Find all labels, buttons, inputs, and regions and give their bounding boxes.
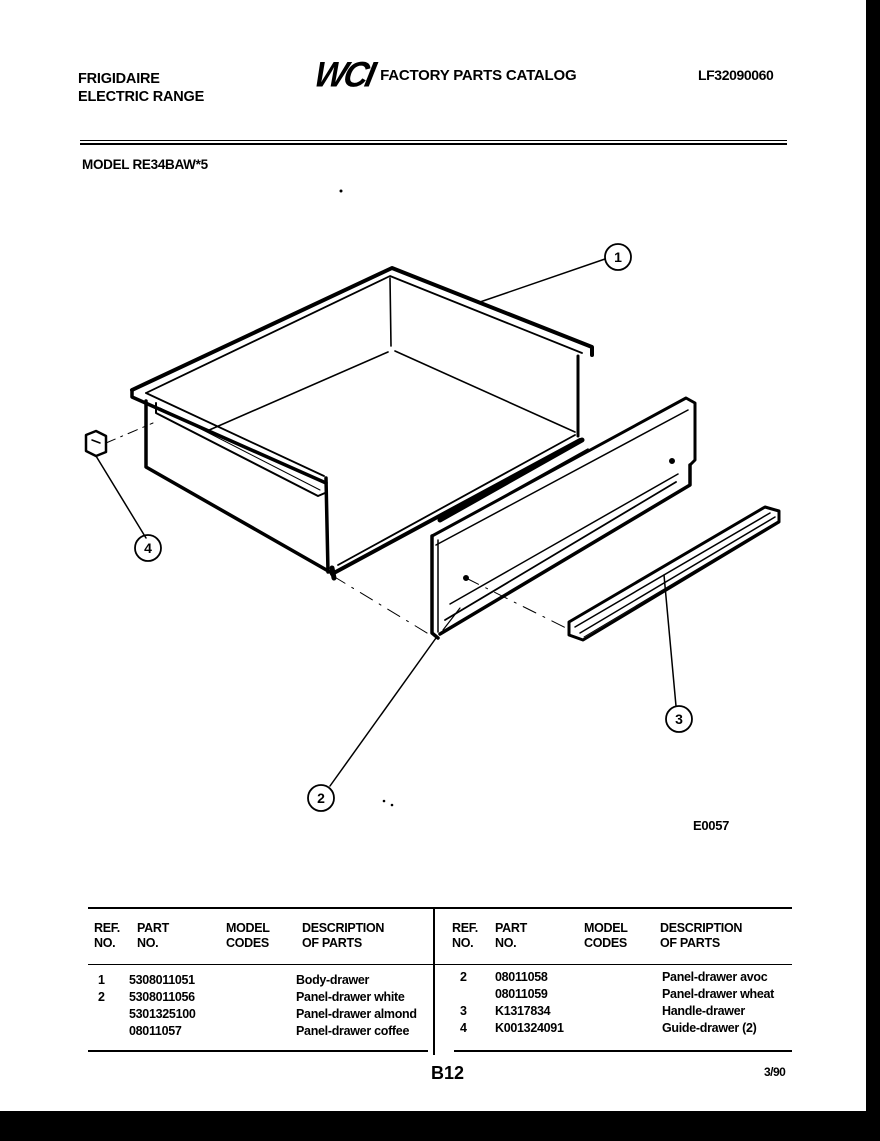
- drawer-guide-illustration: [84, 422, 154, 458]
- table-row: 1 5308011051 Body-drawer: [98, 973, 370, 987]
- table-rule-bottom-left: [88, 1050, 428, 1052]
- table-row: 2 5308011056 Panel-drawer white: [98, 990, 405, 1004]
- table-row: 08011057 Panel-drawer coffee: [129, 1024, 410, 1038]
- catalog-title: FACTORY PARTS CATALOG: [380, 66, 577, 84]
- page-number: B12: [431, 1063, 465, 1083]
- wci-logo: WCI: [310, 55, 377, 95]
- drawer-panel-illustration: [430, 396, 697, 640]
- exploded-view-diagram: 1 4 2 3: [84, 189, 781, 812]
- revision-date: 3/90: [764, 1065, 786, 1079]
- callout-4-label: 4: [144, 540, 152, 556]
- catalog-page: FRIGIDAIRE ELECTRIC RANGE WCI FACTORY PA…: [0, 0, 866, 1111]
- table-rule-header: [88, 964, 792, 965]
- header-ref-no: REF.NO.: [452, 921, 478, 950]
- table-row: 2 08011058 Panel-drawer avoc: [460, 970, 768, 984]
- product-header: FRIGIDAIRE ELECTRIC RANGE: [78, 70, 204, 106]
- table-row: 3 K1317834 Handle-drawer: [460, 1004, 745, 1018]
- table-column-divider: [433, 907, 435, 1055]
- catalog-brand: WCI FACTORY PARTS CATALOG: [311, 55, 577, 95]
- callout-4-circle: [134, 534, 162, 562]
- product-type: ELECTRIC RANGE: [78, 89, 205, 105]
- table-rule-top: [88, 907, 792, 909]
- callout-1-label: 1: [614, 249, 622, 265]
- callout-2-label: 2: [317, 790, 325, 806]
- table-row: 5301325100 Panel-drawer almond: [129, 1007, 417, 1021]
- catalog-number: LF32090060: [698, 67, 774, 83]
- callout-3-circle: [665, 705, 693, 733]
- callout-3-label: 3: [675, 711, 683, 727]
- drawing-id: E0057: [693, 818, 730, 833]
- callout-1-circle: [604, 243, 632, 271]
- callout-2-circle: [307, 784, 335, 812]
- drawer-body-illustration: [130, 266, 594, 581]
- header-rule: [80, 140, 787, 145]
- drawer-handle-illustration: [567, 505, 781, 642]
- table-row: 4 K001324091 Guide-drawer (2): [460, 1021, 757, 1035]
- brand-name: FRIGIDAIRE: [78, 71, 160, 87]
- table-rule-bottom-right: [454, 1050, 792, 1052]
- header-ref-no: REF.NO.: [94, 921, 120, 950]
- model-number: MODEL RE34BAW*5: [82, 157, 208, 172]
- table-row: 08011059 Panel-drawer wheat: [495, 987, 775, 1001]
